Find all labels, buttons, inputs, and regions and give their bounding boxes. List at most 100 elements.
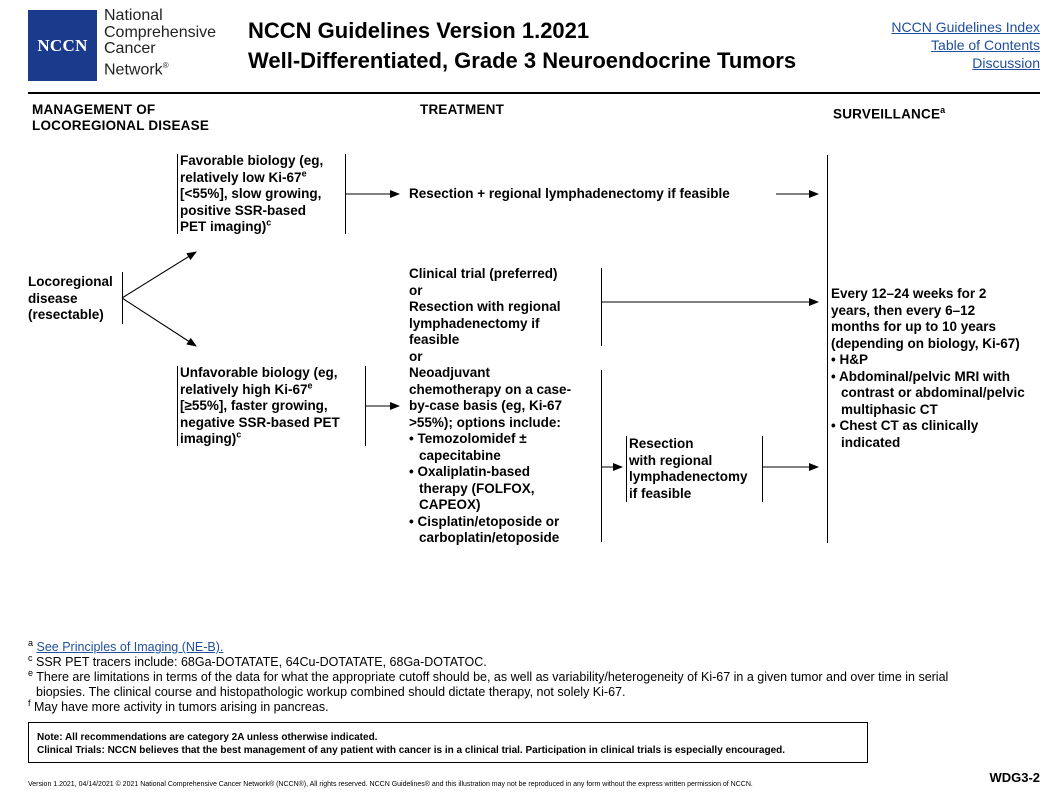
favorable-line-2: relatively low Ki-67e: [180, 168, 323, 187]
note-clinical-trials-text: Clinical Trials: NCCN believes that the …: [37, 745, 786, 756]
arrow-to-unfavorable: [121, 297, 197, 347]
org-line-2: Comprehensive: [104, 23, 217, 41]
post-neoadjuvant-bracket-right: [762, 436, 763, 502]
organization-name: National Comprehensive Cancer Network®: [104, 7, 217, 79]
footnote-f-marker: f: [28, 697, 31, 708]
footnote-f-text: May have more activity in tumors arising…: [34, 700, 329, 714]
surveillance-bullet-3: • Chest CT as clinically: [831, 418, 979, 433]
treatment-line-10: >55%); options include:: [409, 414, 561, 430]
post-resection-line-1: Resection: [629, 436, 694, 451]
chemo-option-2: • Oxaliplatin-based: [409, 464, 531, 479]
chemo-option-2-cont-2: CAPEOX): [419, 497, 481, 512]
favorable-line-5-text: PET imaging): [180, 219, 267, 234]
note-category-text: Note: All recommendations are category 2…: [37, 732, 378, 743]
footnote-e-ref: e: [301, 168, 307, 178]
surveillance-bullet-2-cont-2: multiphasic CT: [841, 401, 938, 417]
surveillance-column-header: SURVEILLANCEa: [833, 102, 945, 123]
surveillance-bullet-2-cont: contrast or abdominal/pelvic: [841, 385, 1025, 400]
favorable-line-4: positive SSR-based: [180, 202, 307, 218]
treatment-line-6: or: [409, 348, 423, 364]
version-copyright: Version 1.2021, 04/14/2021 © 2021 Nation…: [28, 781, 753, 788]
locoregional-disease-node: Locoregional disease (resectable): [28, 274, 113, 324]
favorable-line-5: PET imaging)c: [180, 218, 323, 236]
start-line-3: (resectable): [28, 307, 104, 322]
header-divider: [28, 92, 1040, 94]
footnote-e-marker: e: [28, 667, 34, 678]
surveillance-schedule: Every 12–24 weeks for 2 years, then ever…: [831, 286, 1025, 451]
chemo-option-3: • Cisplatin/etoposide or: [409, 513, 560, 529]
chemo-option-1-cont: capecitabine: [419, 447, 501, 463]
start-line-1: Locoregional: [28, 274, 113, 289]
principles-of-imaging-link[interactable]: See Principles of Imaging (NE-B).: [36, 640, 224, 654]
treatment-line-5: feasible: [409, 332, 460, 347]
favorable-line-1: Favorable biology (eg,: [180, 153, 324, 168]
unfavorable-line-5: imaging)c: [180, 429, 340, 448]
chemo-option-2-cont: therapy (FOLFOX,: [419, 480, 535, 496]
org-line-4: Network®: [104, 58, 216, 79]
post-neoadjuvant-resection: Resection with regional lymphadenectomy …: [629, 436, 748, 502]
favorable-line-3: [<55%], slow growing,: [180, 186, 322, 201]
footnote-a: a See Principles of Imaging (NE-B).: [28, 637, 224, 655]
unfavorable-line-2: relatively high Ki-67e: [180, 380, 340, 399]
treatment-line-1: Clinical trial (preferred): [409, 266, 558, 281]
post-resection-line-3: lymphadenectomy: [629, 469, 748, 484]
treatment-line-9: by-case basis (eg, Ki-67: [409, 398, 563, 413]
unfavorable-bracket-left: [177, 366, 178, 446]
management-header-line-2: LOCOREGIONAL DISEASE: [32, 118, 210, 133]
org-line-3: Cancer: [104, 40, 156, 57]
guideline-version-title: NCCN Guidelines Version 1.2021: [248, 18, 590, 43]
footnote-f: f May have more activity in tumors arisi…: [28, 697, 329, 715]
management-header-line-1: MANAGEMENT OF: [32, 102, 156, 117]
nccn-logo: NCCN: [28, 10, 97, 81]
post-resection-line-4: if feasible: [629, 485, 692, 501]
footnote-e-ref: e: [307, 380, 313, 390]
treatment-line-3: Resection with regional: [409, 299, 561, 314]
chemo-option-1: • Temozolomidef ±: [409, 431, 527, 446]
footnote-a-ref: a: [940, 105, 946, 115]
footnote-c-marker: c: [28, 652, 33, 663]
surveillance-bracket: [827, 155, 828, 543]
surveillance-bullet-2: • Abdominal/pelvic MRI with: [831, 368, 1010, 384]
registered-mark: ®: [162, 60, 169, 70]
unfavorable-line-1: Unfavorable biology (eg,: [180, 365, 338, 380]
unfavorable-line-3: [≥55%], faster growing,: [180, 398, 328, 413]
unfavorable-biology-node: Unfavorable biology (eg, relatively high…: [180, 365, 340, 448]
surveillance-header-text: SURVEILLANCE: [833, 106, 941, 122]
footnote-a-marker: a: [28, 637, 34, 648]
org-line-4-text: Network: [104, 60, 163, 78]
favorable-treatment: Resection + regional lymphadenectomy if …: [409, 186, 730, 201]
footnote-e-cont: biopsies. The clinical course and histop…: [36, 685, 626, 699]
table-of-contents-link[interactable]: Table of Contents: [931, 37, 1040, 53]
logo-text: NCCN: [37, 35, 88, 55]
surveillance-line-1: Every 12–24 weeks for 2: [831, 286, 987, 301]
surveillance-line-2: years, then every 6–12: [831, 302, 976, 318]
unfavorable-line-2-text: relatively high Ki-67: [180, 381, 308, 397]
footnote-c: c SSR PET tracers include: 68Ga-DOTATATE…: [28, 652, 487, 670]
page-identifier: WDG3-2: [989, 770, 1040, 785]
footnote-c-ref: c: [236, 429, 242, 440]
trial-resection-bracket: [601, 268, 602, 346]
treatment-line-8: chemotherapy on a case-: [409, 381, 572, 397]
discussion-link[interactable]: Discussion: [972, 55, 1040, 71]
favorable-line-2-text: relatively low Ki-67: [180, 169, 302, 185]
treatment-line-4: lymphadenectomy if: [409, 315, 540, 331]
surveillance-bullet-1: • H&P: [831, 352, 868, 367]
post-resection-line-2: with regional: [629, 452, 713, 468]
org-line-1: National: [104, 7, 163, 24]
arrow-to-favorable: [121, 251, 197, 299]
favorable-bracket-left: [177, 154, 178, 234]
footnote-e-text-line-1: There are limitations in terms of the da…: [36, 670, 949, 684]
chemo-option-3-cont: carboplatin/etoposide: [419, 530, 560, 545]
guidelines-index-link[interactable]: NCCN Guidelines Index: [891, 19, 1040, 35]
neoadjuvant-bracket: [601, 370, 602, 542]
treatment-column-header: TREATMENT: [420, 102, 505, 117]
note-box: Note: All recommendations are category 2…: [28, 722, 868, 763]
management-column-header: MANAGEMENT OF LOCOREGIONAL DISEASE: [32, 102, 209, 134]
unfavorable-line-5-text: imaging): [180, 431, 237, 446]
post-neoadjuvant-bracket-left: [626, 436, 627, 502]
unfavorable-treatment-options: Clinical trial (preferred) or Resection …: [409, 266, 604, 547]
treatment-line-2: or: [409, 282, 423, 298]
unfavorable-line-4: negative SSR-based PET: [180, 414, 340, 430]
treatment-line-7: Neoadjuvant: [409, 365, 491, 380]
